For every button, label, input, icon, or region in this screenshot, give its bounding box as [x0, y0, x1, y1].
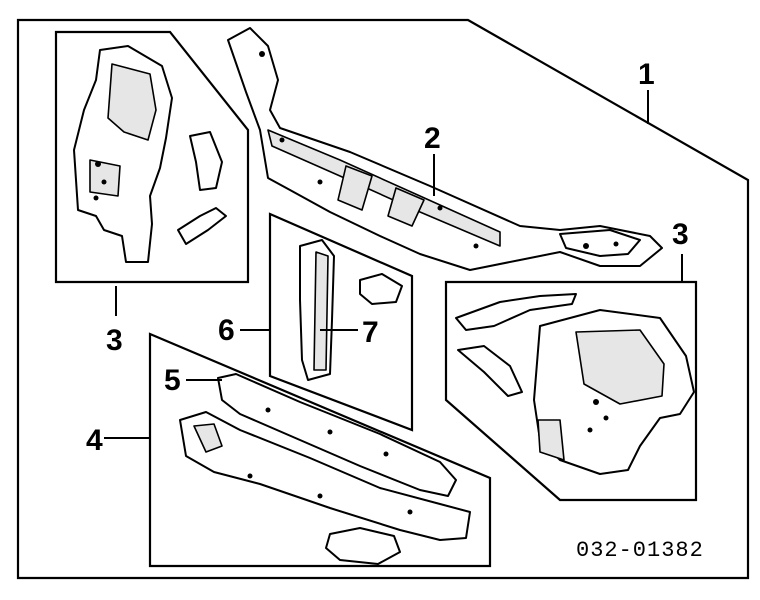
leader-lines — [104, 90, 683, 439]
assembly-frame — [16, 18, 750, 580]
bottom-panel-frame — [148, 332, 492, 568]
callout-4: 4 — [86, 424, 103, 457]
left-panel-frame — [54, 30, 250, 284]
middle-panel-frame — [268, 212, 414, 432]
callout-5: 5 — [164, 364, 181, 397]
middle-bracket-parts — [299, 239, 403, 381]
left-side-panel-part — [73, 45, 227, 263]
part-code-label: 032-01382 — [576, 538, 704, 563]
callout-3-left: 3 — [106, 324, 123, 357]
right-side-panel-part — [455, 293, 695, 475]
callout-6: 6 — [218, 314, 235, 347]
callout-1: 1 — [638, 58, 655, 91]
callout-2: 2 — [424, 122, 441, 155]
callout-7: 7 — [362, 316, 379, 349]
callout-3-right: 3 — [672, 218, 689, 251]
upper-support-part — [227, 27, 663, 271]
right-panel-frame — [444, 280, 698, 502]
lower-support-parts — [179, 373, 471, 565]
